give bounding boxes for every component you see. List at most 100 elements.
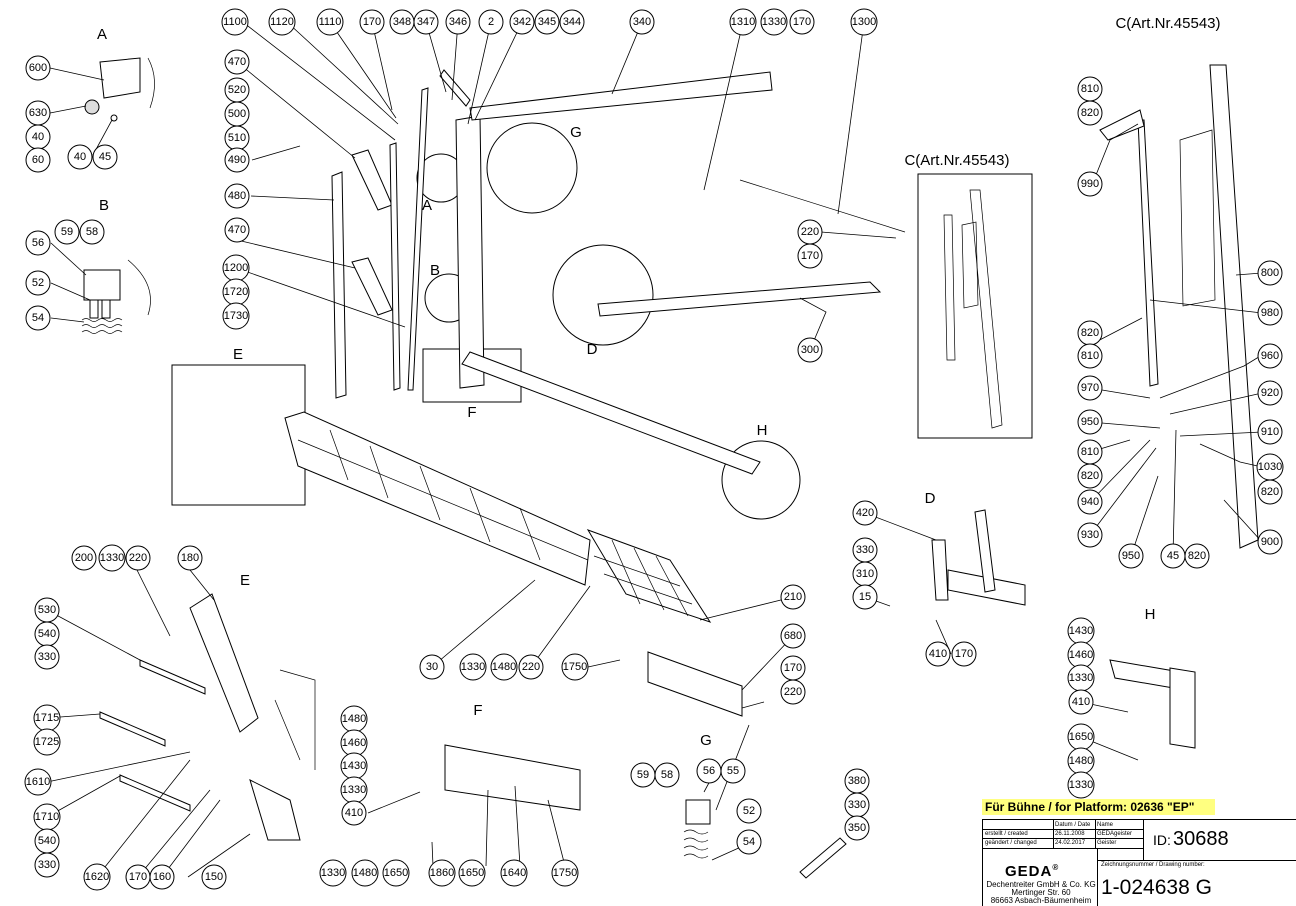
callout-circle xyxy=(559,9,585,35)
callout-52: 52 xyxy=(25,270,51,296)
callout-number: 55 xyxy=(727,765,739,777)
callout-56: 56 xyxy=(696,758,722,784)
detail-label-d: D xyxy=(925,490,936,507)
callout-number: 1710 xyxy=(35,811,59,823)
callout-970: 970 xyxy=(1077,375,1103,401)
callout-number: 1480 xyxy=(492,661,516,673)
callout-330: 330 xyxy=(34,852,60,878)
callout-circle xyxy=(1077,343,1103,369)
callout-number: 220 xyxy=(522,661,540,673)
callout-1330: 1330 xyxy=(98,544,126,572)
callout-950: 950 xyxy=(1118,543,1144,569)
callout-number: 350 xyxy=(848,822,866,834)
callout-number: 54 xyxy=(32,312,44,324)
callout-910: 910 xyxy=(1257,419,1283,445)
callout-number: 1460 xyxy=(1069,649,1093,661)
rod-1300 xyxy=(739,179,906,233)
callout-1610: 1610 xyxy=(24,768,52,796)
callout-number: 1480 xyxy=(342,713,366,725)
callout-1330: 1330 xyxy=(1067,771,1095,799)
platform-grate xyxy=(284,411,591,586)
company-name: Dechentreiter GmbH & Co. KG xyxy=(986,880,1096,889)
callout-1725: 1725 xyxy=(33,728,61,756)
detail-label-g-inline: G xyxy=(570,124,582,141)
callout-circle xyxy=(201,864,227,890)
callout-circle xyxy=(852,500,878,526)
callout-200: 200 xyxy=(71,545,97,571)
callout-circle xyxy=(720,758,746,784)
callout-circle xyxy=(1068,689,1094,715)
callout-345: 345 xyxy=(534,9,560,35)
callout-number: 1730 xyxy=(224,310,248,322)
title-block-grid: Datum / Date Name erstellt / created 26.… xyxy=(982,819,1296,906)
callout-410: 410 xyxy=(925,641,951,667)
callout-number: 1300 xyxy=(852,16,876,28)
callout-410: 410 xyxy=(1068,689,1094,715)
callout-40: 40 xyxy=(67,144,93,170)
callout-number: 15 xyxy=(859,591,871,603)
detail-labels: A B E A B G F D H C(Art.Nr.45543) C(Art.… xyxy=(97,15,1221,749)
callout-number: 330 xyxy=(38,859,56,871)
spring-part-b xyxy=(81,259,151,334)
callout-1100: 1100 xyxy=(221,8,249,36)
callout-30: 30 xyxy=(419,654,445,680)
callout-960: 960 xyxy=(1257,343,1283,369)
callout-number: 1650 xyxy=(460,867,484,879)
callout-220: 220 xyxy=(780,679,806,705)
detail-frame-c xyxy=(917,173,1033,439)
callout-circle xyxy=(797,337,823,363)
callout-number: 1460 xyxy=(342,737,366,749)
changed-date: 24.02.2017 xyxy=(1055,840,1086,846)
callout-circle xyxy=(780,584,806,610)
callout-number: 1330 xyxy=(1069,672,1093,684)
callout-number: 1110 xyxy=(319,16,342,28)
callout-number: 59 xyxy=(637,769,649,781)
callout-170: 170 xyxy=(797,243,823,269)
callout-170: 170 xyxy=(125,864,151,890)
callout-circle xyxy=(125,545,151,571)
callout-59: 59 xyxy=(630,762,656,788)
main-post xyxy=(439,69,485,389)
callout-170: 170 xyxy=(359,9,385,35)
callout-circle xyxy=(490,653,518,681)
callout-58: 58 xyxy=(79,219,105,245)
callout-number: 346 xyxy=(449,16,467,28)
callout-circle xyxy=(419,654,445,680)
callout-number: 910 xyxy=(1261,426,1279,438)
callout-number: 200 xyxy=(75,552,93,564)
callout-number: 330 xyxy=(38,651,56,663)
callout-number: 40 xyxy=(74,151,86,163)
callout-number: 1860 xyxy=(430,867,454,879)
callout-circle xyxy=(149,864,175,890)
callout-1750: 1750 xyxy=(551,859,579,887)
callout-number: 210 xyxy=(784,591,802,603)
rod-300 xyxy=(597,281,882,317)
callout-number: 58 xyxy=(86,226,98,238)
callout-number: 170 xyxy=(129,871,147,883)
callout-820: 820 xyxy=(1077,463,1103,489)
callout-circle xyxy=(925,641,951,667)
callout-1460: 1460 xyxy=(340,729,368,757)
detail-label-b-inline: B xyxy=(430,262,440,279)
callout-circle xyxy=(268,8,296,36)
callout-circle xyxy=(1077,522,1103,548)
callout-number: 1330 xyxy=(762,16,786,28)
callout-347: 347 xyxy=(413,9,439,35)
changed-name: Geister xyxy=(1097,840,1117,846)
callout-circle xyxy=(729,8,757,36)
part-geometry xyxy=(81,57,1259,879)
detail-label-h: H xyxy=(1145,606,1156,623)
callout-number: 950 xyxy=(1122,550,1140,562)
callout-1480: 1480 xyxy=(1067,747,1095,775)
callout-number: 820 xyxy=(1081,107,1099,119)
callout-circle xyxy=(850,8,878,36)
callout-circle xyxy=(760,8,788,36)
callout-300: 300 xyxy=(797,337,823,363)
created-date: 26.11.2008 xyxy=(1055,831,1085,837)
callout-circle xyxy=(177,545,203,571)
callout-1330: 1330 xyxy=(459,653,487,681)
company-logo-text: GEDA xyxy=(1005,863,1053,880)
callout-540: 540 xyxy=(34,828,60,854)
callout-number: 58 xyxy=(661,769,673,781)
